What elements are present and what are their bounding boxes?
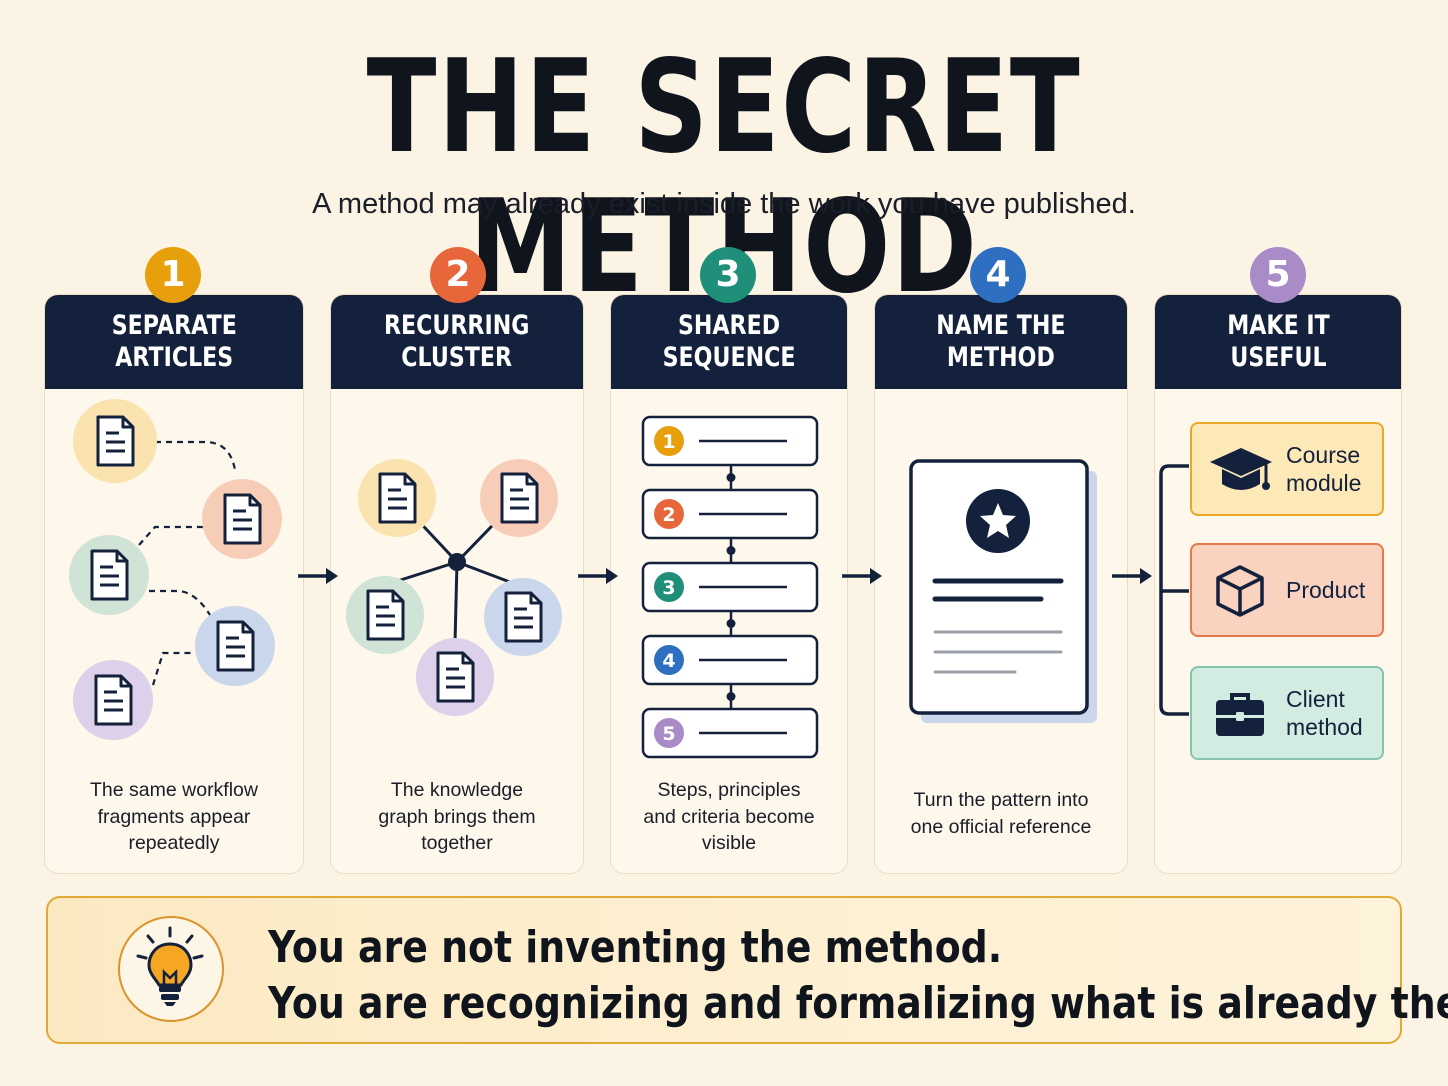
step-1-badge: 1 — [145, 247, 201, 303]
key-insight-banner: You are not inventing the method. You ar… — [46, 896, 1448, 1044]
article-icon — [223, 493, 262, 545]
graduation-cap-icon — [1210, 448, 1272, 490]
box-icon — [1216, 565, 1264, 617]
step-5-badge: 5 — [1250, 247, 1306, 303]
product-label: Product — [1286, 577, 1366, 603]
step-2-title: RECURRING CLUSTER — [384, 310, 530, 373]
step-4-title: NAME THE METHOD — [936, 310, 1066, 373]
sequence-step-number: 5 — [662, 723, 675, 745]
step-2-header: RECURRING CLUSTER — [331, 295, 583, 389]
sequence-step: 1 — [641, 415, 819, 467]
article-icon — [366, 589, 405, 641]
article-icon — [94, 674, 133, 726]
step-2-badge: 2 — [430, 247, 486, 303]
article-icon — [90, 549, 129, 601]
sequence-step: 5 — [641, 707, 819, 759]
banner-line-2: You are recognizing and formalizing what… — [268, 978, 1448, 1029]
step-2-panel: RECURRING CLUSTER Th — [330, 294, 584, 874]
outputs-bracket — [1159, 464, 1189, 716]
sequence-step: 2 — [641, 488, 819, 540]
arrow-right-icon — [1112, 568, 1152, 584]
sequence-step-number: 1 — [662, 431, 675, 453]
arrow-right-icon — [842, 568, 882, 584]
step-1-header: SEPARATE ARTICLES — [45, 295, 303, 389]
knowledge-graph-illustration — [346, 459, 562, 716]
arrow-right-icon — [298, 568, 338, 584]
step-4-badge: 4 — [970, 247, 1026, 303]
step-4-caption: Turn the pattern into one official refer… — [910, 789, 1092, 838]
step-5-title: MAKE IT USEFUL — [1226, 310, 1330, 373]
article-icon — [500, 472, 539, 524]
sequence-step-badge — [654, 718, 684, 748]
step-2-caption: The knowledge graph brings them together — [378, 779, 536, 854]
briefcase-icon — [1216, 693, 1264, 736]
sequence-node — [726, 546, 736, 555]
step-1-caption: The same workflow fragments appear repea… — [90, 779, 258, 854]
step-1-panel: SEPARATE ARTICLES The same workflow frag… — [44, 294, 304, 874]
client-method-label: Client method — [1286, 686, 1363, 740]
lightbulb-badge — [118, 916, 224, 1022]
arrow-right-icon — [578, 568, 618, 584]
sequence-step-badge — [654, 572, 684, 602]
sequence-node — [726, 619, 736, 628]
product-option: Product — [1190, 543, 1384, 637]
step-4-header: NAME THE METHOD — [875, 295, 1127, 389]
step-3-header: SHARED SEQUENCE — [611, 295, 847, 389]
article-icon — [436, 651, 475, 703]
sequence-step-number: 2 — [662, 504, 675, 526]
article-icon — [378, 472, 417, 524]
step-3-panel: SHARED SEQUENCE 1 2 3 4 5 Steps, principles … — [610, 294, 848, 874]
sequence-step: 4 — [641, 634, 819, 686]
banner-message: You are not inventing the method. You ar… — [268, 920, 1448, 1032]
lightbulb-icon — [136, 926, 204, 1006]
article-icon — [96, 415, 135, 467]
method-document-illustration — [909, 459, 1097, 723]
step-3-title: SHARED SEQUENCE — [662, 310, 796, 373]
sequence-step-badge — [654, 645, 684, 675]
star-badge-icon — [966, 489, 1030, 553]
sequence-illustration: 1 2 3 4 5 — [641, 415, 819, 759]
client-method-option: Client method — [1190, 666, 1384, 760]
banner-line-1: You are not inventing the method. — [268, 922, 1003, 973]
article-icon — [504, 591, 543, 643]
sequence-node — [726, 692, 736, 701]
step-5-header: MAKE IT USEFUL — [1155, 295, 1401, 389]
step-1-title: SEPARATE ARTICLES — [111, 310, 237, 373]
article-icon — [216, 620, 255, 672]
sequence-step-badge — [654, 499, 684, 529]
sequence-step-number: 3 — [662, 577, 675, 599]
sequence-step-badge — [654, 426, 684, 456]
step-3-caption: Steps, principles and criteria become vi… — [643, 779, 815, 854]
sequence-step-number: 4 — [662, 650, 675, 672]
sequence-step: 3 — [641, 561, 819, 613]
page-subtitle: A method may already exist inside the wo… — [312, 188, 1136, 220]
step-4-panel: NAME THE METHOD Turn the pattern into on… — [874, 294, 1128, 874]
separate-articles-illustration — [69, 399, 282, 740]
sequence-node — [726, 473, 736, 482]
course-module-label: Course module — [1286, 442, 1362, 496]
step-3-badge: 3 — [700, 247, 756, 303]
course-module-option: Course module — [1190, 422, 1384, 516]
